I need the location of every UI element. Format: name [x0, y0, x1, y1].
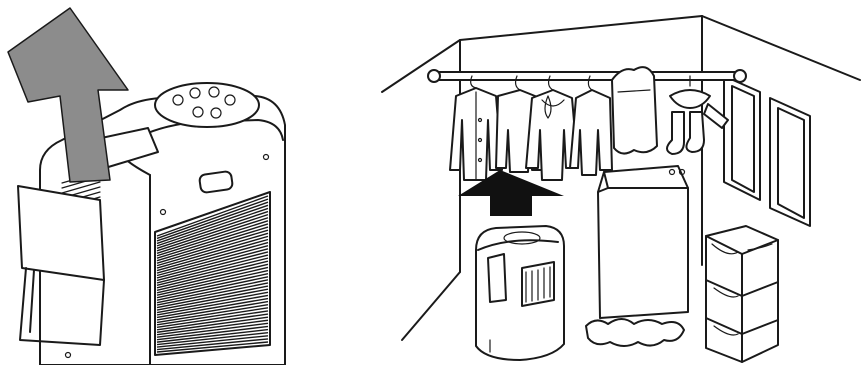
drying-rack [706, 226, 778, 362]
hanging-socks [667, 76, 728, 154]
clothes-rod [428, 70, 746, 82]
dehumidifier-closeup-illustration [0, 0, 300, 365]
dehumidifier-closeup-drawing [0, 0, 300, 365]
hanging-shirt [570, 76, 612, 175]
laundry-room-illustration [372, 0, 862, 365]
handle-slot [199, 171, 233, 193]
window [724, 76, 810, 226]
laundry-room-drawing [372, 0, 862, 365]
floor-mat [586, 319, 684, 346]
dehumidifier-unit [476, 226, 564, 360]
hanging-towel [612, 67, 657, 153]
control-panel [155, 83, 259, 127]
washing-machine [598, 166, 688, 318]
open-flap [18, 186, 104, 280]
hanging-shirt [450, 76, 502, 180]
